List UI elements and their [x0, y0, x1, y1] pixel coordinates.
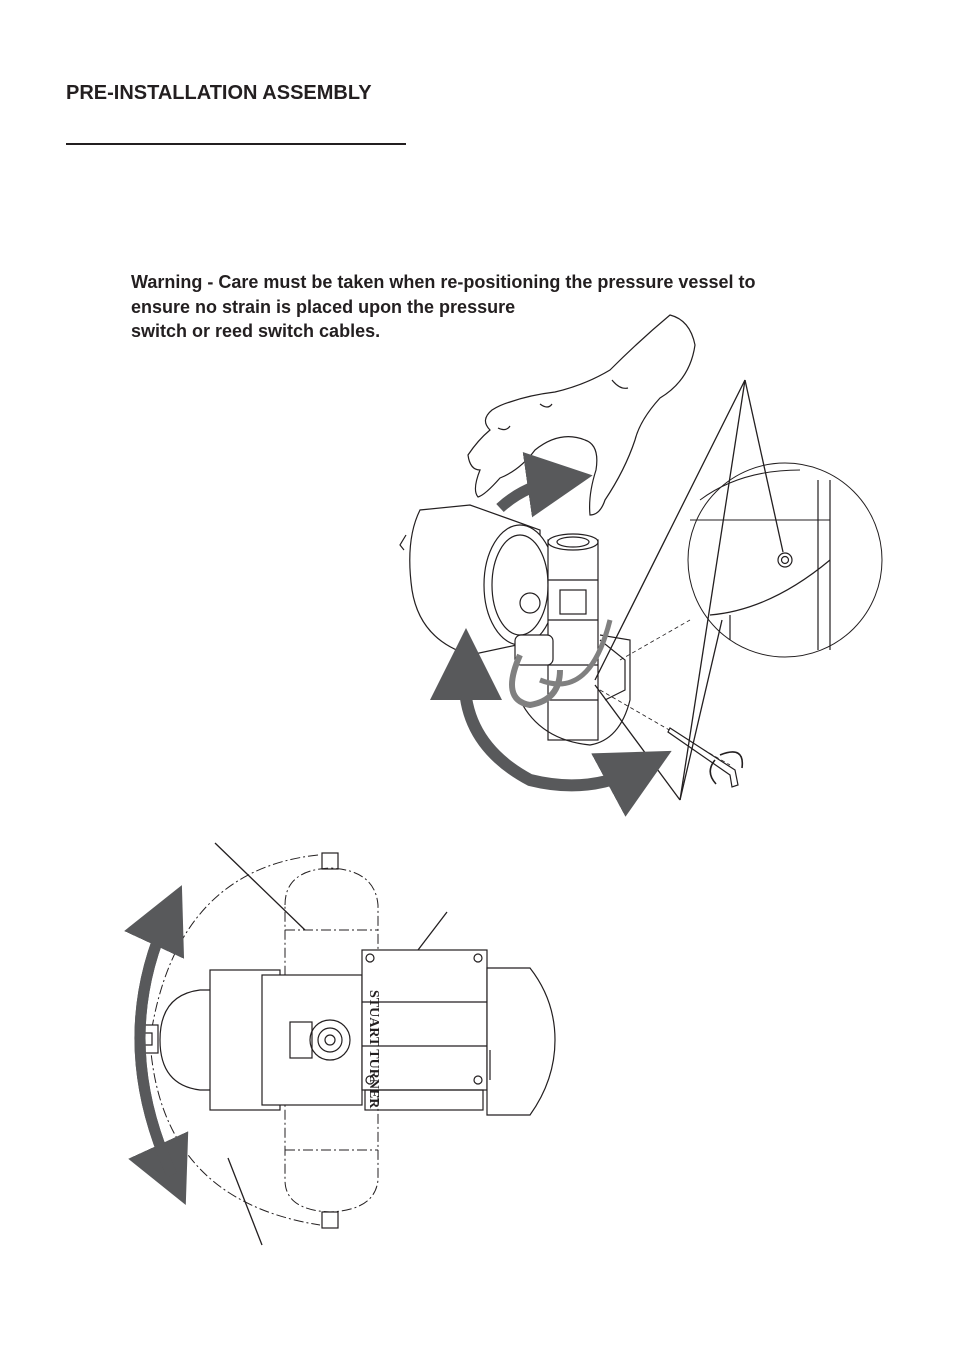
- warning-line-2: ensure no strain is placed upon the pres…: [131, 296, 516, 317]
- manifold-icon: [509, 533, 631, 746]
- warning-text: Warning - Care must be taken when re-pos…: [131, 270, 755, 344]
- title-underline: [66, 143, 406, 145]
- top-assembly-figure: [399, 314, 883, 801]
- rotation-arrow-icon: [124, 885, 189, 1205]
- bottom-assembly-figure: [135, 842, 556, 1246]
- page-title: PRE-INSTALLATION ASSEMBLY: [66, 82, 372, 104]
- warning-line-1: Warning - Care must be taken when re-pos…: [131, 272, 756, 292]
- brand-logo: STUART TURNER: [366, 990, 381, 1109]
- vessel-outline-icon: [284, 852, 379, 1229]
- allen-key-icon: [599, 689, 744, 788]
- grub-screw-detail-icon: [594, 379, 883, 801]
- pressure-vessel-icon: [399, 504, 557, 656]
- rotation-arrow-icon: [430, 452, 672, 817]
- hand-icon: [467, 314, 696, 516]
- pump-top-view-icon: [135, 949, 556, 1116]
- warning-line-3: switch or reed switch cables.: [131, 321, 381, 341]
